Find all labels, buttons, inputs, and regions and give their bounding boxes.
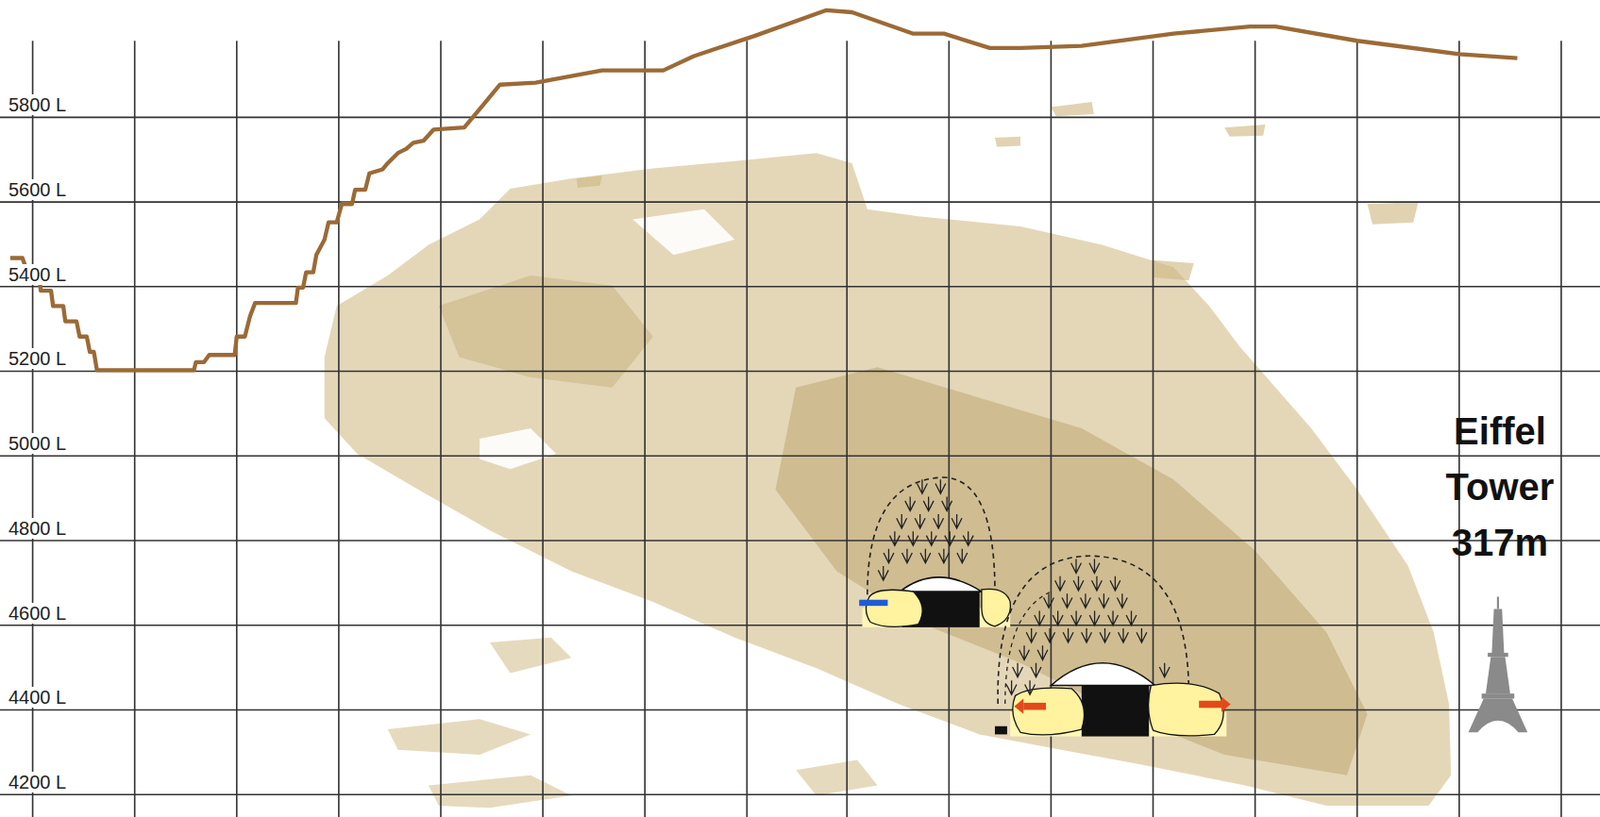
caving-arrow (1110, 576, 1121, 591)
caving-arrow (1037, 645, 1048, 660)
level-label: 4400 L (5, 687, 69, 708)
caving-arrow (1098, 593, 1110, 608)
caving-arrow (1019, 645, 1030, 660)
caving-arrow (920, 549, 931, 564)
caving-arrow (1108, 611, 1119, 626)
large-cave (994, 555, 1231, 737)
caving-arrow (1126, 611, 1137, 626)
caving-arrow (917, 479, 928, 494)
level-label: 5400 L (5, 264, 69, 286)
grid (0, 40, 1600, 817)
caving-arrow (962, 531, 974, 546)
caving-arrow (944, 531, 956, 546)
caving-arrow (1044, 628, 1056, 643)
caving-arrow (1089, 558, 1100, 573)
caving-arrow (1089, 611, 1100, 626)
caving-arrow (914, 514, 926, 529)
caving-arrow (1052, 611, 1063, 626)
level-label: 4200 L (5, 772, 69, 793)
caving-arrow (1055, 576, 1066, 591)
caving-arrow (1099, 628, 1111, 643)
scale-label: Eiffel Tower 317m (1429, 404, 1571, 572)
caving-arrow (1044, 593, 1055, 608)
topography (10, 10, 1518, 371)
level-label: 5200 L (5, 348, 69, 370)
caving-arrow (942, 497, 953, 512)
caving-arrow (1159, 663, 1170, 678)
caving-arrow (951, 514, 962, 529)
caving-arrow (889, 531, 900, 546)
caving-arrow (1136, 628, 1147, 643)
level-label: 5000 L (5, 433, 69, 455)
caving-arrow (938, 549, 949, 564)
caving-arrow (1026, 628, 1037, 643)
caving-arrow (1092, 576, 1103, 591)
caving-arrow (935, 479, 946, 494)
level-label: 5600 L (5, 179, 69, 201)
caving-arrow (1062, 628, 1074, 643)
caving-arrow (1118, 628, 1129, 643)
caving-arrow (1006, 680, 1017, 695)
caving-arrow (877, 566, 889, 581)
level-label: 4800 L (5, 518, 69, 539)
caving-arrow (1080, 593, 1092, 608)
caving-arrow (1073, 576, 1084, 591)
caving-arrow (1116, 593, 1128, 608)
caving-arrow (1012, 663, 1024, 678)
caving-arrow (926, 531, 937, 546)
caving-arrow (957, 549, 968, 564)
caving-arrow (896, 514, 908, 529)
caving-arrow (908, 531, 919, 546)
caving-arrow (933, 514, 944, 529)
caving-arrow (1030, 663, 1042, 678)
caving-arrow (902, 549, 913, 564)
level-label: 4600 L (5, 603, 69, 624)
caving-arrow (1071, 558, 1082, 573)
caving-arrow (1081, 628, 1093, 643)
caving-arrow (905, 497, 916, 512)
caving-arrow (883, 549, 894, 564)
caving-arrow (923, 497, 934, 512)
ore-body (324, 101, 1451, 809)
caving-arrow (1061, 593, 1073, 608)
eiffel-tower-icon (1468, 596, 1529, 733)
caving-arrow (1025, 680, 1036, 695)
small-cave (858, 477, 1011, 628)
level-label: 5800 L (5, 94, 69, 116)
caving-arrow (1034, 611, 1045, 626)
caving-arrow (1071, 611, 1082, 626)
